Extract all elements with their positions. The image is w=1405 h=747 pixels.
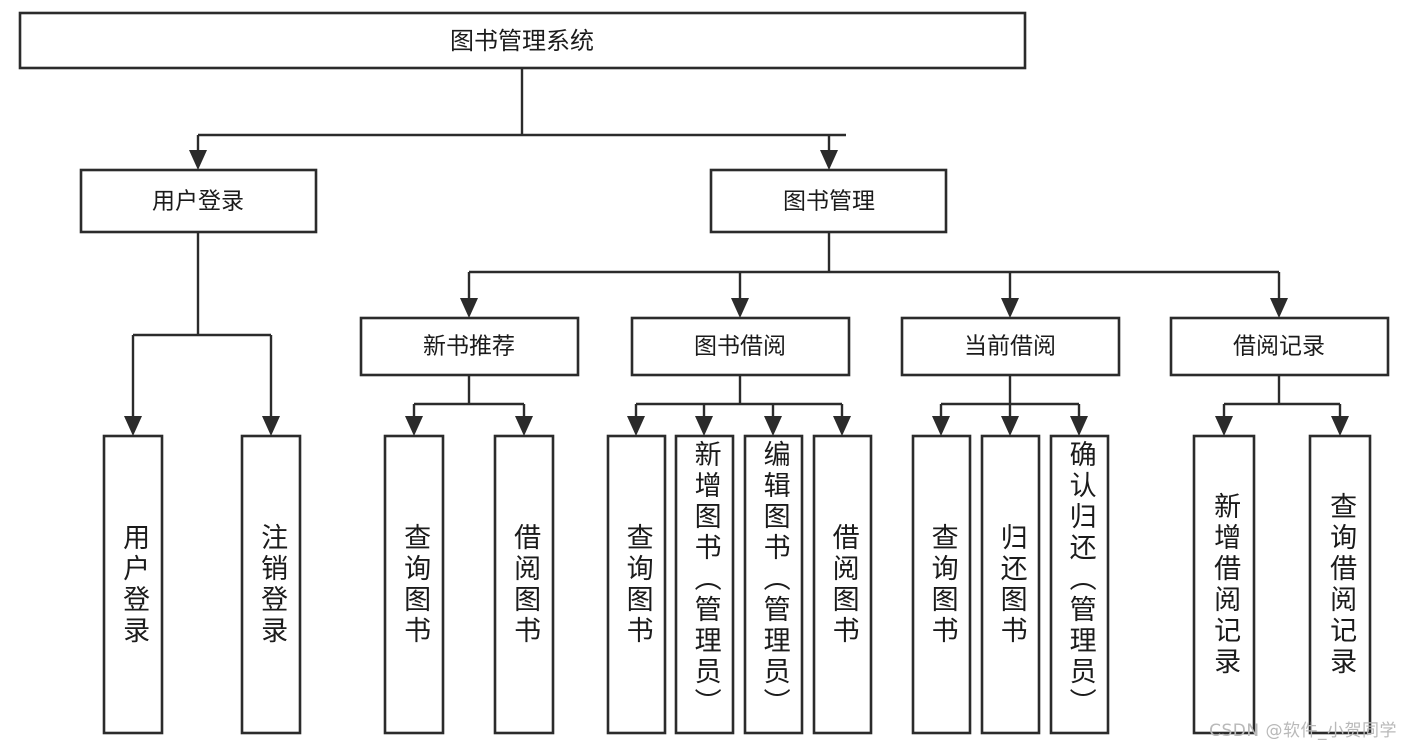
connector-new-book-to-leaves [405, 375, 533, 436]
connector-user-login-to-leaves [124, 232, 280, 436]
leaf-box[interactable] [240, 434, 302, 735]
node-book-borrow-label: 图书借阅 [694, 334, 786, 360]
leaf-box[interactable] [911, 434, 972, 735]
connector-book-manage-to-level3 [460, 232, 1288, 318]
arrow-head-icon [820, 150, 838, 170]
arrow-head-icon [1215, 416, 1233, 436]
node-book-manage[interactable]: 图书管理 [709, 168, 948, 234]
arrow-head-icon [1270, 298, 1288, 318]
arrow-head-icon [833, 416, 851, 436]
arrow-head-icon [262, 416, 280, 436]
leaf-box[interactable] [1192, 434, 1256, 735]
leaf-box[interactable] [812, 434, 873, 735]
arrow-head-icon [189, 150, 207, 170]
leaf-group-new-book-recommend [383, 434, 555, 735]
node-new-book-recommend[interactable]: 新书推荐 [359, 316, 580, 377]
arrow-head-icon [731, 298, 749, 318]
arrow-head-icon [124, 416, 142, 436]
csdn-watermark: CSDN @软件_小贺同学 [1209, 721, 1397, 741]
leaf-box[interactable] [606, 434, 667, 735]
node-borrow-record[interactable]: 借阅记录 [1169, 316, 1390, 377]
node-new-book-recommend-label: 新书推荐 [423, 334, 515, 360]
connector-current-borrow-to-leaves [932, 375, 1088, 436]
node-user-login-label: 用户登录 [152, 189, 244, 215]
arrow-head-icon [627, 416, 645, 436]
node-book-borrow[interactable]: 图书借阅 [630, 316, 851, 377]
arrow-head-icon [405, 416, 423, 436]
leaf-box[interactable] [102, 434, 164, 735]
arrow-head-icon [1001, 298, 1019, 318]
arrow-head-icon [695, 416, 713, 436]
arrow-head-icon [1070, 416, 1088, 436]
arrow-head-icon [932, 416, 950, 436]
leaf-box[interactable] [1308, 434, 1372, 735]
connector-book-borrow-to-leaves [627, 375, 851, 436]
leaf-group-book-borrow [606, 434, 873, 735]
node-current-borrow[interactable]: 当前借阅 [900, 316, 1121, 377]
leaf-group-borrow-record [1192, 434, 1372, 735]
node-root-label: 图书管理系统 [450, 27, 594, 55]
leaf-box[interactable] [1049, 434, 1110, 735]
arrow-head-icon [764, 416, 782, 436]
arrow-head-icon [515, 416, 533, 436]
arrow-head-icon [1331, 416, 1349, 436]
node-user-login[interactable]: 用户登录 [79, 168, 318, 234]
leaf-box[interactable] [493, 434, 555, 735]
leaf-box[interactable] [674, 434, 735, 735]
node-current-borrow-label: 当前借阅 [964, 334, 1056, 360]
arrow-head-icon [1001, 416, 1019, 436]
leaf-group-current-borrow [911, 434, 1110, 735]
node-book-manage-label: 图书管理 [783, 189, 875, 215]
leaf-group-user-login [102, 434, 302, 735]
node-borrow-record-label: 借阅记录 [1233, 334, 1325, 360]
node-root[interactable]: 图书管理系统 [18, 11, 1027, 70]
connector-borrow-record-to-leaves [1215, 375, 1349, 436]
arrow-head-icon [460, 298, 478, 318]
leaf-box[interactable] [383, 434, 445, 735]
connector-root-to-level2 [189, 68, 846, 170]
leaf-box[interactable] [980, 434, 1041, 735]
leaf-box[interactable] [743, 434, 804, 735]
